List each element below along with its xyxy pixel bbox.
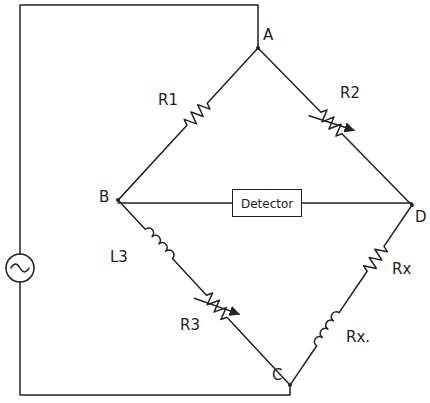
- inductor-resistor-branch: [110, 193, 298, 393]
- node-letter: A: [263, 28, 273, 43]
- component-label: Rx.: [346, 330, 370, 345]
- detector-label: Detector: [241, 197, 293, 211]
- node-letter: B: [99, 190, 109, 205]
- detector-box: Detector: [232, 189, 302, 217]
- component-label: R2: [340, 86, 360, 101]
- node-letter: D: [415, 210, 427, 225]
- junction-dot: [256, 46, 260, 50]
- unknown-impedance-branch: [285, 202, 417, 388]
- junction-dot: [116, 198, 120, 202]
- junction-dot: [288, 383, 292, 387]
- component-label: Rx: [392, 262, 411, 277]
- node-letter: C: [272, 368, 282, 383]
- component-label: R3: [180, 318, 200, 333]
- ac-sine-symbol: [11, 264, 29, 272]
- resistor-branch: [113, 44, 262, 204]
- wire: [20, 5, 258, 254]
- component-label: R1: [158, 93, 178, 108]
- ac-source-symbol: [6, 254, 34, 282]
- wire: [20, 282, 290, 395]
- junction-dot: [410, 203, 414, 207]
- component-label: L3: [110, 250, 128, 265]
- variable-resistor-branch: [250, 40, 420, 213]
